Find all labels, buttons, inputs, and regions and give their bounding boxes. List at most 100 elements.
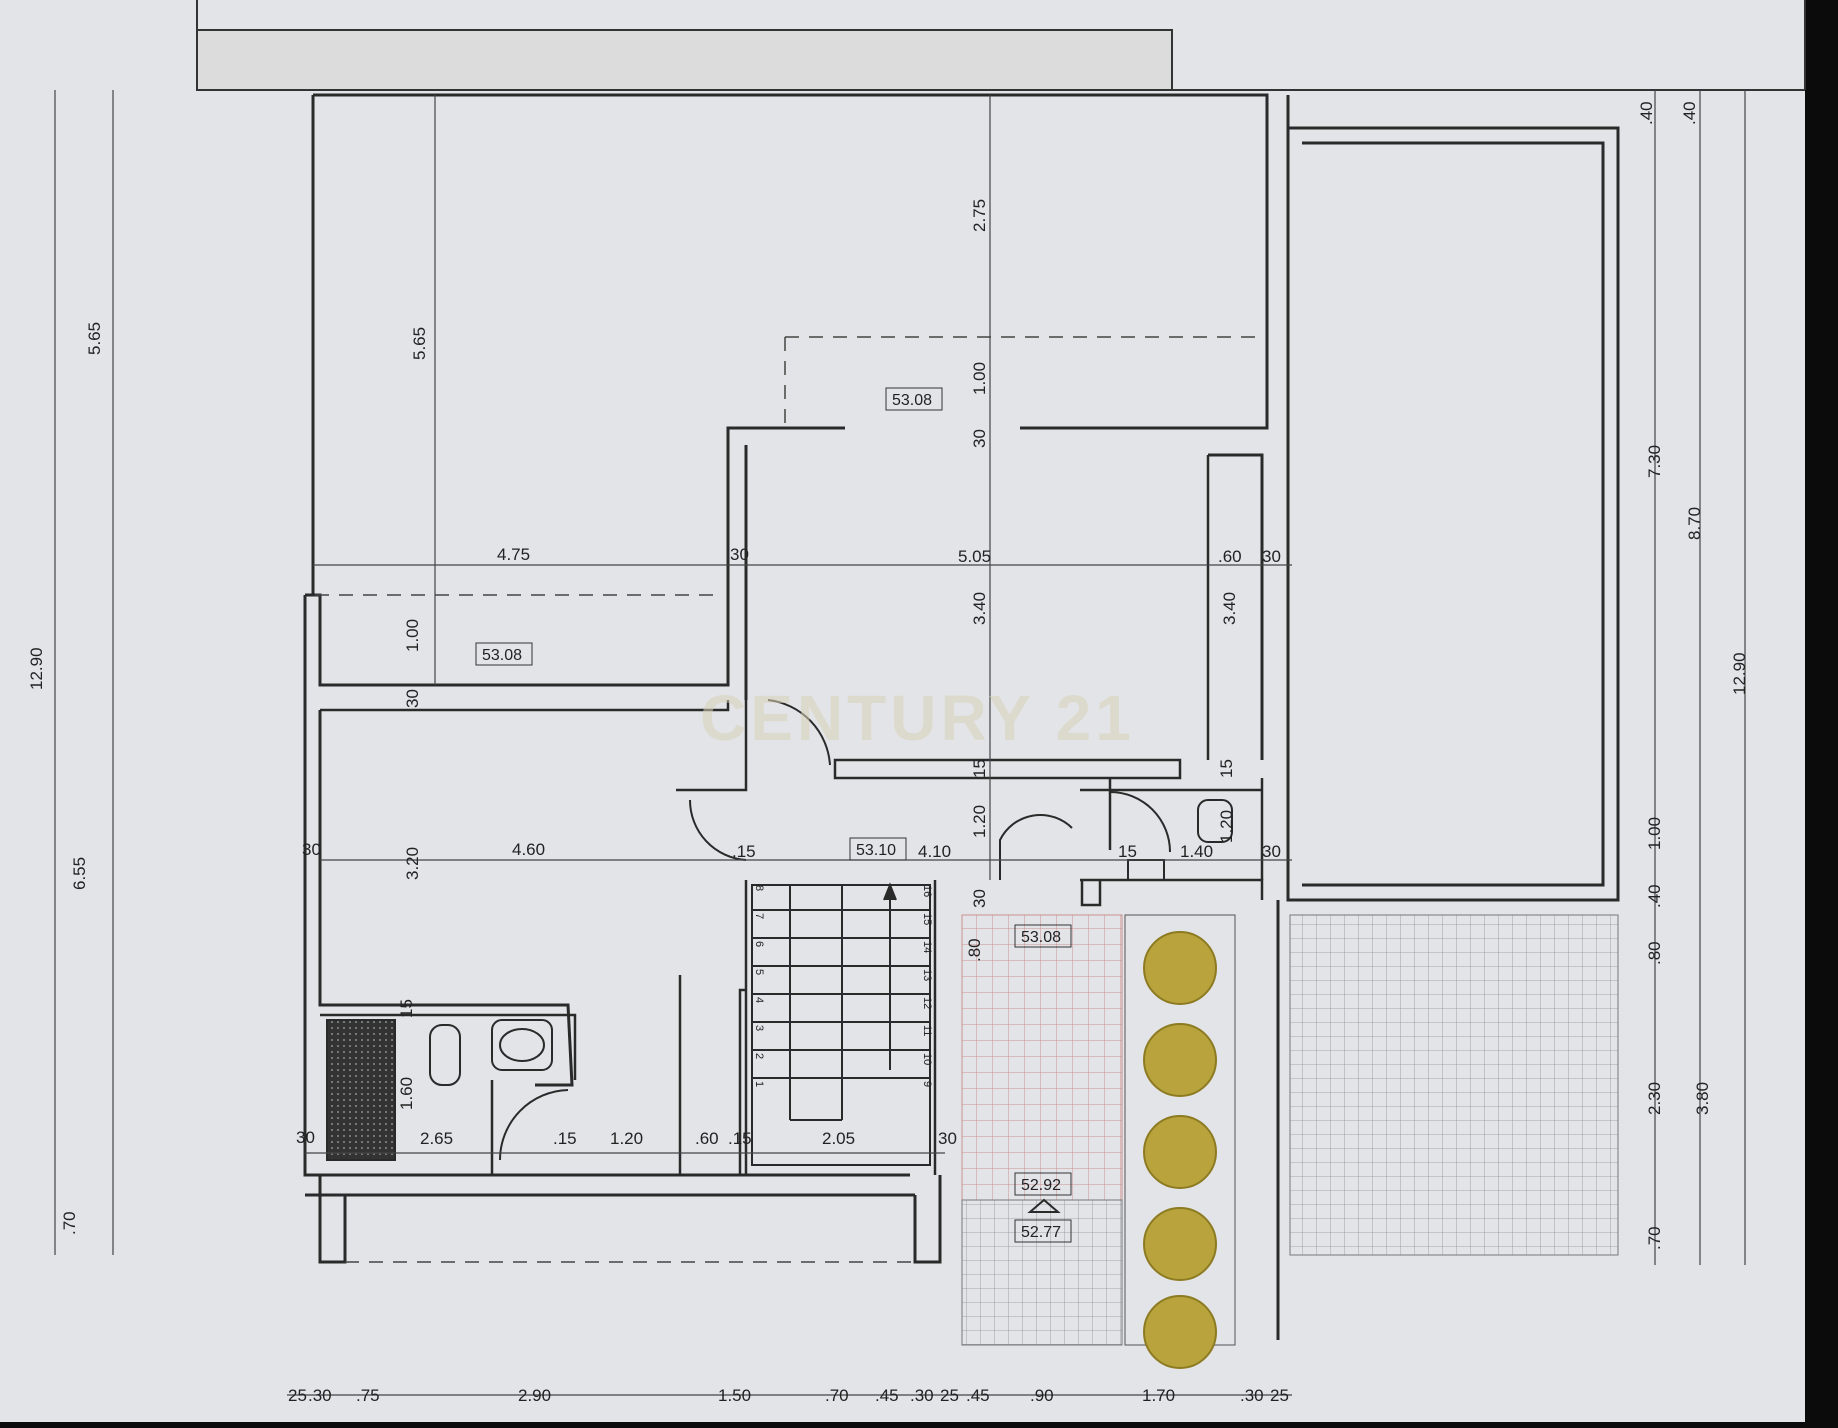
svg-text:15: 15 <box>970 759 989 778</box>
svg-text:1.20: 1.20 <box>1217 810 1236 843</box>
svg-text:.70: .70 <box>825 1386 849 1405</box>
svg-text:.45: .45 <box>966 1386 990 1405</box>
svg-text:10: 10 <box>921 1053 933 1065</box>
watermark-logo: CENTURY 21 <box>700 682 1135 754</box>
fixtures <box>326 799 1233 1161</box>
svg-text:1.20: 1.20 <box>970 805 989 838</box>
plant-icon <box>1143 1207 1217 1281</box>
svg-text:5.65: 5.65 <box>410 327 429 360</box>
svg-text:4.75: 4.75 <box>497 545 530 564</box>
svg-text:2.75: 2.75 <box>970 199 989 232</box>
svg-text:.40: .40 <box>1645 884 1664 908</box>
sink-icon <box>491 1019 553 1071</box>
svg-text:.80: .80 <box>965 938 984 962</box>
svg-text:9: 9 <box>921 1081 933 1087</box>
svg-text:30: 30 <box>730 545 749 564</box>
svg-text:6.55: 6.55 <box>70 857 89 890</box>
entry-tiles <box>961 914 1123 1201</box>
svg-text:3.20: 3.20 <box>403 847 422 880</box>
level-top-terrace: 53.08 <box>892 392 932 409</box>
svg-text:25: 25 <box>288 1386 307 1405</box>
svg-text:.30: .30 <box>308 1386 332 1405</box>
svg-text:1.70: 1.70 <box>1142 1386 1175 1405</box>
svg-text:2.65: 2.65 <box>420 1129 453 1148</box>
room-dimensions: 5.65 2.75 1.00 30 4.75 30 5.05 .60 30 1.… <box>296 199 1281 1148</box>
svg-text:30: 30 <box>1262 547 1281 566</box>
svg-text:11: 11 <box>921 1025 933 1036</box>
svg-text:.30: .30 <box>1240 1386 1264 1405</box>
svg-text:1: 1 <box>753 1081 765 1087</box>
level-tags: 53.08 53.08 53.10 53.08 52.92 52.77 <box>475 387 1072 1243</box>
svg-text:30: 30 <box>970 429 989 448</box>
svg-text:.40: .40 <box>1637 101 1656 125</box>
svg-text:5.65: 5.65 <box>85 322 104 355</box>
level-step: 52.92 <box>1021 1177 1061 1194</box>
svg-text:15: 15 <box>1217 759 1236 778</box>
svg-text:.15: .15 <box>732 842 756 861</box>
stair-step-numbers: 16 15 14 13 12 11 10 9 8 7 6 5 4 3 2 1 <box>753 885 933 1087</box>
plant-icon <box>1143 1115 1217 1189</box>
svg-text:1.00: 1.00 <box>1645 817 1664 850</box>
svg-text:12: 12 <box>921 997 933 1009</box>
svg-text:7: 7 <box>753 913 765 919</box>
svg-text:3.40: 3.40 <box>1220 592 1239 625</box>
staircase <box>751 882 931 1166</box>
level-outside: 52.77 <box>1021 1224 1061 1241</box>
dimension-lines <box>54 90 1746 1396</box>
garden-grid <box>1289 914 1619 1256</box>
svg-text:7.30: 7.30 <box>1645 445 1664 478</box>
svg-text:25: 25 <box>940 1386 959 1405</box>
wc-sink-icon <box>1127 859 1165 881</box>
svg-text:30: 30 <box>302 840 321 859</box>
svg-text:.60: .60 <box>695 1129 719 1148</box>
doors <box>499 699 1171 1161</box>
svg-text:8.70: 8.70 <box>1685 507 1704 540</box>
svg-text:6: 6 <box>753 941 765 947</box>
svg-text:.30: .30 <box>910 1386 934 1405</box>
svg-text:1.60: 1.60 <box>397 1077 416 1110</box>
svg-text:.45: .45 <box>875 1386 899 1405</box>
svg-text:15: 15 <box>397 999 416 1018</box>
svg-text:30: 30 <box>938 1129 957 1148</box>
svg-text:30: 30 <box>1262 842 1281 861</box>
svg-text:8: 8 <box>753 885 765 891</box>
svg-text:.15: .15 <box>553 1129 577 1148</box>
svg-text:15: 15 <box>921 913 933 925</box>
level-marker-icon <box>1027 1198 1061 1213</box>
svg-text:2.30: 2.30 <box>1645 1082 1664 1115</box>
plant-icon <box>1143 1295 1217 1369</box>
svg-text:1.00: 1.00 <box>970 362 989 395</box>
svg-text:25: 25 <box>1270 1386 1289 1405</box>
plants <box>1143 931 1217 1369</box>
svg-text:12.90: 12.90 <box>27 647 46 690</box>
svg-text:1.40: 1.40 <box>1180 842 1213 861</box>
level-hall: 53.10 <box>856 842 896 859</box>
svg-text:.75: .75 <box>356 1386 380 1405</box>
svg-text:3.80: 3.80 <box>1693 1082 1712 1115</box>
svg-text:.15: .15 <box>728 1129 752 1148</box>
outside-paving <box>961 1199 1123 1346</box>
svg-text:1.50: 1.50 <box>718 1386 751 1405</box>
vent-grille-icon <box>326 1019 396 1161</box>
plant-icon <box>1143 1023 1217 1097</box>
svg-text:3: 3 <box>753 1025 765 1031</box>
left-dimensions: 5.65 12.90 6.55 .70 <box>27 322 104 1235</box>
svg-text:2: 2 <box>753 1053 765 1059</box>
svg-text:2.05: 2.05 <box>822 1129 855 1148</box>
right-dimensions: .40 .40 7.30 8.70 12.90 1.00 .40 .80 2.3… <box>1637 101 1749 1250</box>
wc-toilet-icon <box>1197 799 1233 843</box>
svg-text:.70: .70 <box>1645 1226 1664 1250</box>
svg-text:3.40: 3.40 <box>970 592 989 625</box>
svg-text:4.60: 4.60 <box>512 840 545 859</box>
svg-text:.40: .40 <box>1680 101 1699 125</box>
svg-text:30: 30 <box>970 889 989 908</box>
svg-text:30: 30 <box>296 1128 315 1147</box>
svg-text:.90: .90 <box>1030 1386 1054 1405</box>
svg-text:2.90: 2.90 <box>518 1386 551 1405</box>
svg-text:12.90: 12.90 <box>1730 652 1749 695</box>
walls <box>303 93 1620 1340</box>
svg-text:5: 5 <box>753 969 765 975</box>
svg-text:4.10: 4.10 <box>918 842 951 861</box>
plant-icon <box>1143 931 1217 1005</box>
